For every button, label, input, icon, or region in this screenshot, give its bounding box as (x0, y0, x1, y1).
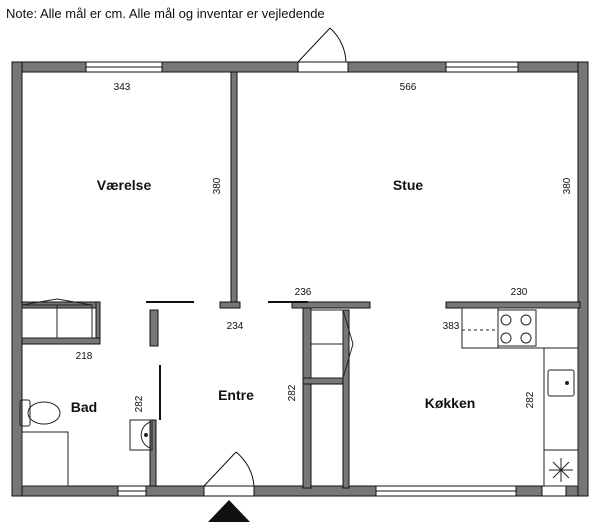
wall-closet-top (291, 301, 371, 309)
walls (11, 61, 589, 497)
dishwasher-icon (549, 458, 573, 482)
dim-kitchen-width: 230 (511, 287, 528, 298)
door-balcony-swing (297, 27, 347, 63)
dim-kokken-height: 282 (525, 391, 536, 408)
wall-bad-entre (149, 419, 157, 487)
wall-vaerelse-stue (230, 71, 238, 303)
wall-stub-center (219, 301, 241, 309)
room-label-bad: Bad (71, 399, 97, 415)
wall-closet-right (342, 309, 350, 489)
room-label-entre: Entre (218, 387, 254, 403)
wall-kitchen-top (445, 301, 581, 309)
outer-wall-right (577, 61, 589, 497)
outer-wall-left (11, 61, 23, 497)
dim-entre-height: 282 (287, 384, 298, 401)
dim-entre-width: 234 (227, 321, 244, 332)
room-label-kokken: Køkken (425, 395, 476, 411)
fixtures (19, 298, 579, 487)
wall-closet-bottom (302, 377, 350, 385)
door-entrance-swing (203, 451, 255, 487)
dim-kitchen-depth: 383 (443, 321, 460, 332)
doors (146, 27, 349, 497)
dim-bad-width: 218 (76, 351, 93, 362)
door-balcony (297, 61, 349, 73)
toilet-icon (19, 399, 61, 427)
kitchen-sink-icon (547, 369, 575, 397)
windows (85, 61, 567, 497)
stove-icon (497, 309, 537, 347)
plan-note: Note: Alle mål er cm. Alle mål og invent… (6, 6, 325, 21)
kitchen-counter (461, 307, 579, 349)
entrance-arrow-icon (208, 500, 250, 522)
bath-sink-icon (129, 419, 153, 451)
wall-closet-left (302, 307, 312, 489)
door-entrance (203, 485, 255, 497)
dim-vaerelse-width: 343 (114, 82, 131, 93)
shower-area (21, 431, 69, 487)
dim-passage-width: 236 (295, 287, 312, 298)
wall-vaerelse-bottom-right (95, 301, 101, 339)
dim-stue-height: 380 (562, 177, 573, 194)
window-kitchen-right (541, 485, 567, 497)
dim-vaerelse-height: 380 (212, 177, 223, 194)
dim-stue-width: 566 (400, 82, 417, 93)
kitchen-side-counter (543, 347, 579, 487)
dim-bad-height: 282 (134, 395, 145, 412)
wall-bad-top (21, 337, 101, 345)
room-label-vaerelse: Værelse (97, 177, 152, 193)
wall-stub-bad (149, 309, 159, 347)
room-label-stue: Stue (393, 177, 424, 193)
